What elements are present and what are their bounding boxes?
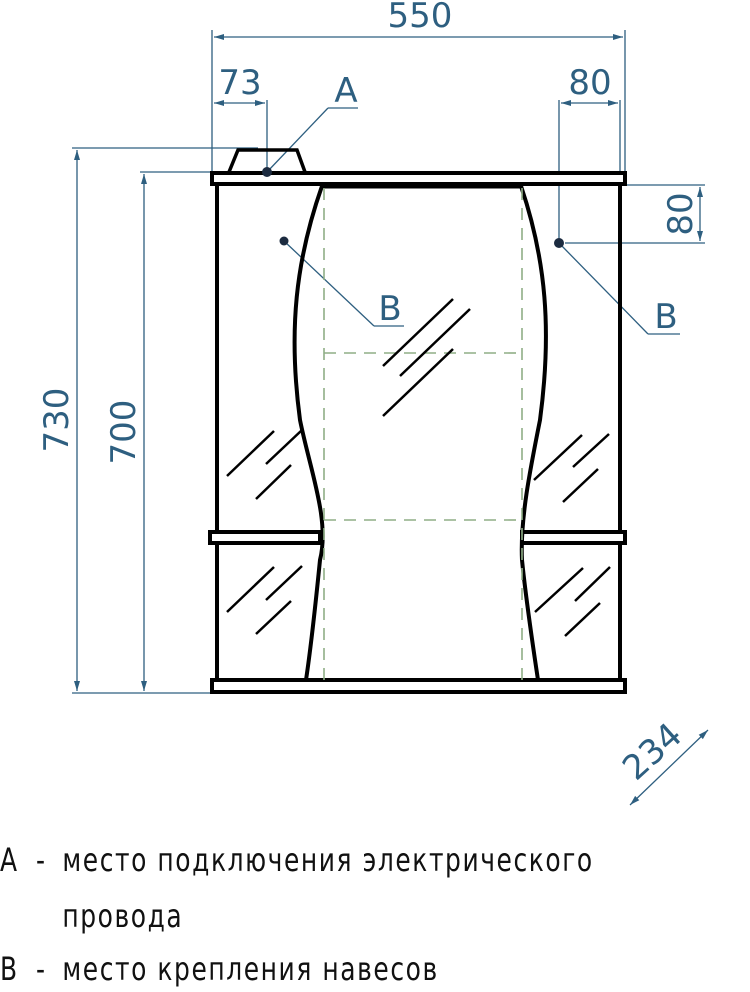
glass-hatching	[226, 298, 611, 637]
legend-dash: -	[36, 841, 47, 879]
hidden-lines	[323, 188, 523, 680]
legend-text: место подключения электрического	[62, 841, 594, 879]
cabinet-outline	[208, 148, 627, 694]
legend-text: место крепления навесов	[62, 950, 439, 988]
dim-overall-height: 730	[37, 388, 77, 453]
dim-overall-width: 550	[388, 0, 453, 36]
dim-body-height: 700	[104, 400, 144, 465]
legend-text: провода	[62, 897, 184, 935]
callout-b-left-label: B	[378, 289, 401, 329]
electrical-connection-point-a	[262, 167, 272, 177]
legend-item-a: A-место подключения электрического	[0, 841, 594, 879]
dim-right-offset: 80	[568, 63, 611, 103]
dim-depth: 234	[615, 715, 690, 788]
dimension-lines	[72, 30, 709, 806]
legend-key: A	[0, 841, 19, 879]
legend-dash: -	[36, 950, 47, 988]
legend-item-a-continued: провода	[0, 897, 183, 935]
callout-b-right-label: B	[654, 297, 677, 337]
legend-key: B	[0, 950, 19, 988]
hanger-mount-point-left	[279, 236, 289, 246]
dim-vertical-offset: 80	[661, 192, 701, 235]
dim-left-offset: 73	[218, 63, 261, 103]
mirror-cabinet-drawing: 550 73 80 80 730 700 234 A B B	[37, 0, 709, 806]
hanger-mount-point-right	[554, 238, 564, 248]
callout-a-label: A	[334, 71, 357, 111]
legend-item-b: B-место крепления навесов	[0, 950, 439, 988]
